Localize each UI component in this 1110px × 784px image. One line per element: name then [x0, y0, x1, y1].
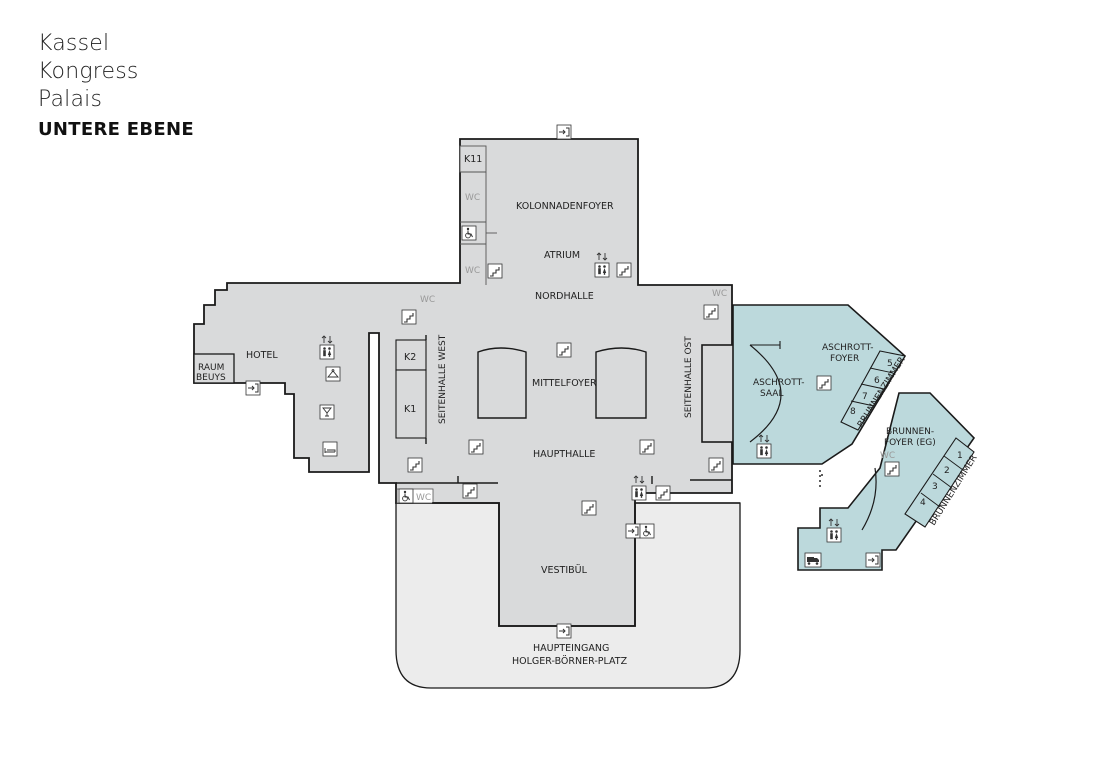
stairs-icon — [616, 262, 632, 278]
delivery-truck-icon — [804, 552, 822, 568]
room-number-8: 8 — [850, 407, 856, 417]
brand-logo: Kassel Kongress Palais — [38, 30, 139, 114]
label-raum: RAUM — [198, 363, 224, 373]
entrance-icon[interactable] — [556, 623, 572, 639]
label-seitenhalle-ost: SEITENHALLE OST — [684, 336, 694, 418]
stairs-icon — [708, 457, 724, 473]
room-number-4: 4 — [920, 498, 926, 508]
restroom-icon — [826, 527, 842, 543]
room-number-6: 6 — [874, 376, 880, 386]
restroom-icon — [594, 262, 610, 278]
elevator-icon — [596, 252, 608, 261]
entrance-icon[interactable] — [556, 124, 572, 140]
brunnenzimmer-b-rooms[interactable] — [904, 437, 975, 528]
label-k11: K11 — [464, 154, 482, 165]
label-wc-2: WC — [465, 266, 480, 276]
room-number-5: 5 — [887, 359, 893, 369]
label-mittelfoyer: MITTELFOYER — [532, 378, 597, 389]
room-number-2: 2 — [944, 466, 950, 476]
restroom-icon — [756, 443, 772, 459]
label-vestibuel: VESTIBÜL — [541, 565, 588, 576]
label-wc-4: WC — [712, 289, 727, 299]
label-wc-1: WC — [465, 193, 480, 203]
room-number-1: 1 — [957, 451, 963, 461]
elevator-icon — [828, 518, 840, 527]
label-nordhalle: NORDHALLE — [535, 291, 594, 302]
wheelchair-icon — [461, 225, 477, 241]
brand-line-3: Palais — [38, 87, 103, 112]
entrance-icon[interactable] — [625, 523, 641, 539]
restroom-icon — [631, 485, 647, 501]
label-atrium: ATRIUM — [544, 250, 580, 261]
label-seitenhalle-west: SEITENHALLE WEST — [438, 334, 448, 424]
stairs-icon — [816, 375, 832, 391]
label-haupteingang: HAUPTEINGANG — [533, 643, 609, 654]
stairs-icon — [468, 439, 484, 455]
wheelchair-icon — [398, 488, 414, 504]
pillar-west — [477, 347, 527, 419]
stairs-icon — [407, 457, 423, 473]
cocktail-icon — [319, 404, 335, 420]
elevator-icon — [758, 434, 770, 443]
label-k2: K2 — [404, 352, 416, 363]
cloakroom-icon — [325, 366, 341, 382]
pillar-east — [595, 347, 647, 419]
label-aschrottsaal-2: SAAL — [760, 389, 783, 399]
label-aschrottsaal-1: ASCHROTT- — [753, 378, 805, 388]
room-number-7: 7 — [862, 392, 868, 402]
room-k1[interactable] — [395, 369, 427, 439]
room-k2[interactable] — [395, 339, 427, 371]
brand-line-1: Kassel — [38, 31, 110, 56]
stairs-icon — [884, 461, 900, 477]
label-haupthalle: HAUPTHALLE — [533, 449, 595, 460]
label-aschrottfoyer-1: ASCHROTT- — [822, 343, 874, 353]
brunnenzimmer-a-rooms[interactable] — [840, 350, 906, 431]
label-brunnenfoyer-2: FOYER (EG) — [884, 438, 936, 448]
entrance-icon[interactable] — [865, 552, 881, 568]
room-raum-beuys[interactable] — [193, 353, 235, 384]
label-brunnenfoyer-1: BRUNNEN- — [886, 427, 934, 437]
stairs-icon — [556, 342, 572, 358]
label-k1: K1 — [404, 404, 416, 415]
level-title: UNTERE EBENE — [38, 119, 194, 140]
label-wc-3: WC — [420, 295, 435, 305]
wheelchair-icon — [639, 523, 655, 539]
restroom-icon — [319, 344, 335, 360]
label-holger-boerner-platz: HOLGER-BÖRNER-PLATZ — [512, 656, 628, 667]
label-beuys: BEUYS — [196, 373, 226, 383]
label-wc-6: WC — [416, 493, 431, 503]
label-aschrottfoyer-2: FOYER — [830, 354, 859, 364]
stairs-icon — [655, 485, 671, 501]
stairs-icon — [462, 483, 478, 499]
stairs-icon — [703, 304, 719, 320]
entrance-icon[interactable] — [245, 380, 261, 396]
brunnenfoyer-area — [797, 392, 976, 571]
label-hotel: HOTEL — [246, 350, 278, 361]
elevator-icon — [321, 335, 333, 344]
elevator-icon — [633, 475, 645, 484]
stairs-icon — [639, 439, 655, 455]
bed-icon — [322, 441, 338, 457]
room-k11[interactable] — [459, 145, 487, 173]
stairs-icon — [401, 309, 417, 325]
brand-line-2: Kongress — [38, 59, 139, 84]
label-kolonnadenfoyer: KOLONNADENFOYER — [516, 201, 614, 212]
room-number-3: 3 — [932, 482, 938, 492]
stairs-icon — [487, 263, 503, 279]
stairs-icon — [581, 500, 597, 516]
label-wc-5: WC — [880, 451, 895, 461]
